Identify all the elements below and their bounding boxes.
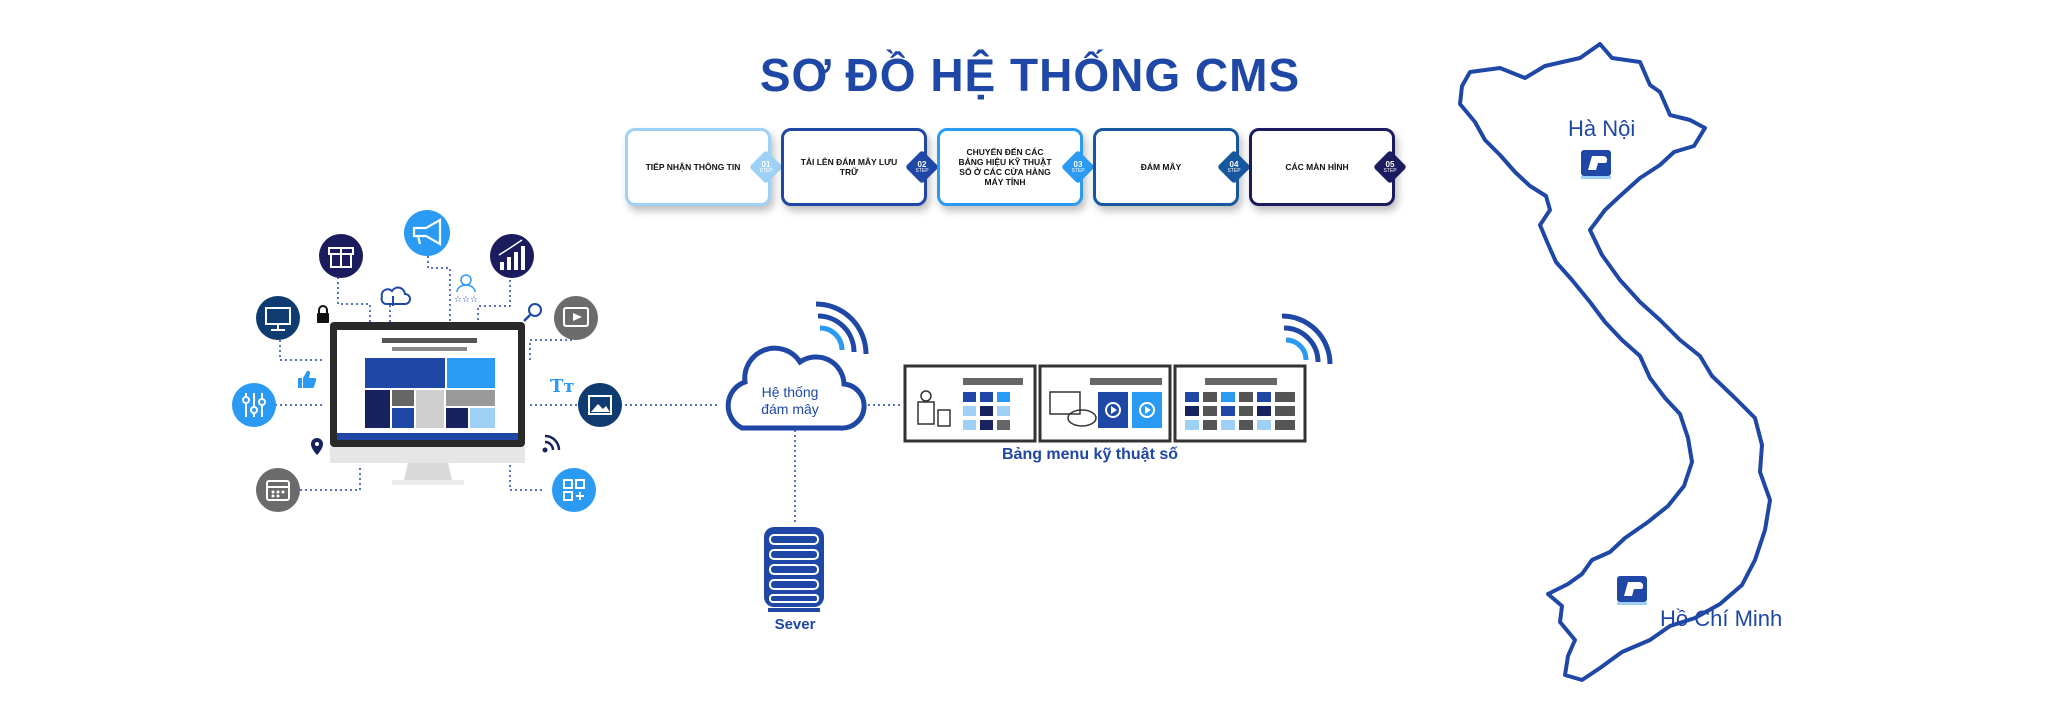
image-icon bbox=[578, 383, 622, 427]
apps-grid-icon bbox=[552, 468, 596, 512]
rss-icon bbox=[542, 434, 561, 453]
step-card-3: CHUYỂN ĐẾN CÁC BẢNG HIỆU KỸ THUẬT SỐ Ở C… bbox=[937, 128, 1095, 206]
megaphone-icon bbox=[404, 210, 450, 256]
svg-text:☆☆☆: ☆☆☆ bbox=[454, 295, 478, 305]
menu-wifi-icon bbox=[1281, 313, 1333, 365]
rating-user-icon: ☆☆☆ bbox=[454, 274, 478, 305]
hcm-logo-icon bbox=[1617, 576, 1647, 605]
video-icon bbox=[554, 296, 598, 340]
cloud-icon bbox=[725, 345, 867, 431]
desktop-icon bbox=[256, 296, 300, 340]
cloud-label-line-2: đám mây bbox=[761, 401, 819, 417]
growth-chart-icon bbox=[490, 234, 534, 278]
calendar-icon bbox=[256, 468, 300, 512]
sliders-icon bbox=[232, 383, 276, 427]
menu-board-label: Bảng menu kỹ thuật số bbox=[1001, 446, 1179, 463]
lock-icon bbox=[317, 305, 329, 323]
hanoi-label: Hà Nội bbox=[1568, 116, 1636, 141]
hanoi-logo-icon bbox=[1581, 150, 1611, 179]
location-pin-icon bbox=[311, 438, 323, 455]
vietnam-map-outline bbox=[1458, 42, 1772, 682]
step-label-4: ĐÁM MÂY bbox=[1140, 161, 1182, 172]
cloud-wifi-icon bbox=[815, 301, 869, 355]
step-label-1: TIẾP NHẬN THÔNG TIN bbox=[645, 161, 741, 172]
cloud-upload-icon bbox=[380, 286, 411, 306]
hcm-label: Hồ Chí Minh bbox=[1660, 606, 1783, 631]
thumbs-up-icon bbox=[298, 370, 317, 389]
step-label-3: CHUYỂN ĐẾN CÁC BẢNG HIỆU KỸ THUẬT SỐ Ở C… bbox=[958, 146, 1052, 188]
menu-board-2 bbox=[1038, 364, 1172, 443]
monitor-illustration bbox=[330, 322, 525, 485]
cloud-label-line-1: Hệ thống bbox=[761, 384, 819, 400]
diagram-title: SƠ ĐỒ HỆ THỐNG CMS bbox=[759, 49, 1301, 101]
text-format-icon: Tт bbox=[550, 376, 575, 397]
menu-board-1 bbox=[903, 364, 1037, 443]
magnifier-icon bbox=[523, 303, 542, 322]
menu-board-3 bbox=[1173, 364, 1307, 443]
gift-icon bbox=[319, 234, 363, 278]
step-label-2: TẢI LÊN ĐÁM MÂY LƯU TRỮ bbox=[800, 156, 898, 177]
step-label-5: CÁC MÀN HÌNH bbox=[1285, 161, 1349, 172]
server-icon bbox=[764, 527, 824, 612]
server-label: Sever bbox=[774, 616, 816, 633]
